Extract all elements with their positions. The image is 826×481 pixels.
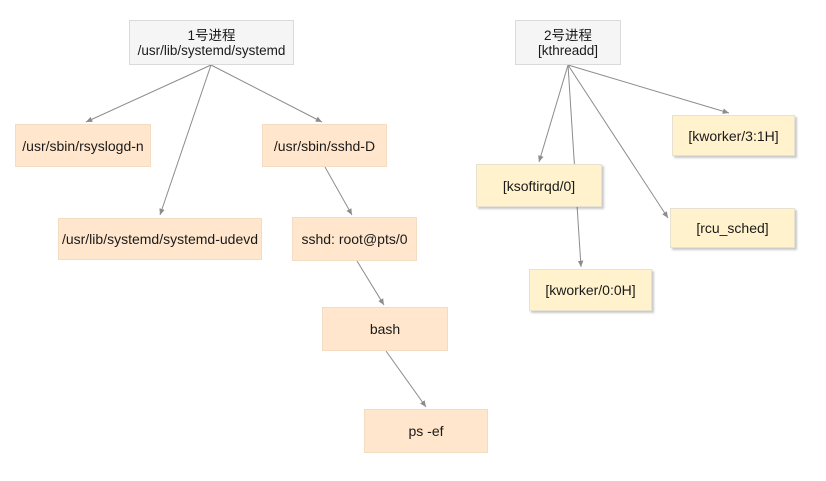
node-bash: bash [322, 307, 448, 351]
edge-sshd-to-sshd_session [324, 166, 353, 216]
node-rcu-label: [rcu_sched] [696, 220, 769, 236]
node-kworker-3-1h: [kworker/3:1H] [672, 115, 795, 156]
node-rcu-sched: [rcu_sched] [670, 208, 795, 248]
node-ksoftirqd-label: [ksoftirqd/0] [502, 177, 576, 194]
edge-pid1-to-udevd [159, 64, 212, 216]
node-pid2-name: [kthreadd] [537, 42, 599, 58]
node-rsyslogd: /usr/sbin/rsyslogd-n [15, 124, 151, 167]
edge-pid1-to-sshd [210, 64, 323, 123]
node-ksoftirqd: [ksoftirqd/0] [476, 164, 602, 207]
node-rsyslogd-label: /usr/sbin/rsyslogd-n [22, 137, 144, 154]
node-udevd-label: /usr/lib/systemd/systemd-udevd [61, 231, 259, 247]
node-ps-label: ps -ef [408, 423, 444, 439]
node-pid2-kthreadd: 2号进程 [kthreadd] [515, 20, 621, 65]
node-kworker-0-0h: [kworker/0:0H] [529, 269, 652, 311]
edge-pid2-to-ksoftirqd [538, 64, 569, 163]
node-sshd-session: sshd: root@pts/0 [292, 217, 417, 261]
node-systemd-udevd: /usr/lib/systemd/systemd-udevd [58, 218, 262, 260]
node-sshd-session-label: sshd: root@pts/0 [301, 231, 408, 247]
edge-pid2-to-rcu [567, 64, 669, 219]
node-pid1-title: 1号进程 [187, 27, 236, 43]
node-kworker31-label: [kworker/3:1H] [688, 127, 779, 144]
node-pid1-systemd: 1号进程 /usr/lib/systemd/systemd [129, 20, 294, 65]
node-ps-ef: ps -ef [364, 409, 488, 453]
node-sshd: /usr/sbin/sshd-D [262, 124, 387, 167]
edge-bash-to-ps [385, 350, 427, 408]
edge-sshd_session-to-bash [356, 260, 385, 306]
edge-pid1-to-rsyslogd [85, 64, 212, 123]
node-pid2-title: 2号进程 [543, 27, 592, 43]
edge-pid2-to-kworker31 [567, 64, 730, 114]
node-kworker00-label: [kworker/0:0H] [545, 282, 636, 298]
node-bash-label: bash [369, 321, 401, 337]
node-sshd-label: /usr/sbin/sshd-D [273, 137, 376, 154]
node-pid1-path: /usr/lib/systemd/systemd [137, 42, 286, 58]
